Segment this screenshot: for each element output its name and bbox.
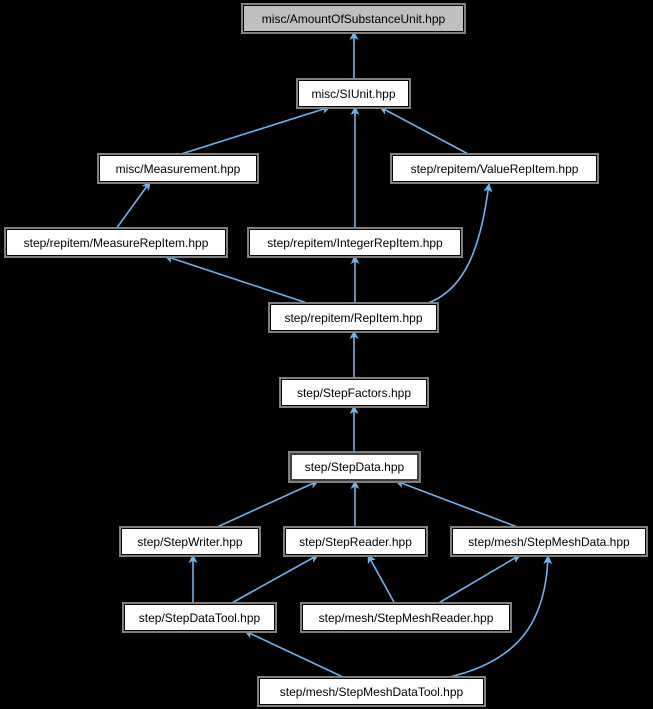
graph-node-label: misc/SIUnit.hpp xyxy=(305,88,401,100)
graph-node-label: step/mesh/StepMeshDataTool.hpp xyxy=(274,686,469,698)
edge-stepdatatool-to-stepreader xyxy=(230,555,318,604)
graph-node-label: step/repitem/ValueRepItem.hpp xyxy=(405,163,585,175)
graph-node-label: step/mesh/StepMeshData.hpp xyxy=(462,536,635,548)
graph-node-label: step/repitem/IntegerRepItem.hpp xyxy=(261,237,448,249)
graph-node-stepmeshdatatool[interactable]: step/mesh/StepMeshDataTool.hpp xyxy=(259,678,484,705)
graph-node-stepdatatool[interactable]: step/StepDataTool.hpp xyxy=(124,604,275,631)
graph-node-stepreader[interactable]: step/StepReader.hpp xyxy=(285,528,426,555)
graph-node-label: step/repitem/MeasureRepItem.hpp xyxy=(18,237,215,249)
edge-repitem-to-measurerepitem xyxy=(165,256,310,304)
graph-node-label: step/repitem/RepItem.hpp xyxy=(278,312,428,324)
graph-node-repitem[interactable]: step/repitem/RepItem.hpp xyxy=(270,304,437,331)
graph-node-label: step/mesh/StepMeshReader.hpp xyxy=(313,612,500,624)
graph-node-label: misc/Measurement.hpp xyxy=(110,163,247,175)
edge-group xyxy=(116,32,548,678)
graph-node-stepmeshreader[interactable]: step/mesh/StepMeshReader.hpp xyxy=(302,604,510,631)
edge-measurerepitem-to-measurement xyxy=(116,182,150,229)
graph-node-measurerepitem[interactable]: step/repitem/MeasureRepItem.hpp xyxy=(6,229,226,256)
edge-valuerepitem-to-siunit xyxy=(380,107,470,155)
graph-node-label: step/StepData.hpp xyxy=(299,461,410,473)
graph-node-siunit[interactable]: misc/SIUnit.hpp xyxy=(298,80,409,107)
graph-node-amountofsubstanceunit[interactable]: misc/AmountOfSubstanceUnit.hpp xyxy=(243,5,464,32)
graph-node-stepmeshdata[interactable]: step/mesh/StepMeshData.hpp xyxy=(452,528,646,555)
graph-node-label: step/StepFactors.hpp xyxy=(291,387,417,399)
edge-stepmeshdata-to-stepdata xyxy=(396,481,520,528)
graph-node-valuerepitem[interactable]: step/repitem/ValueRepItem.hpp xyxy=(392,155,597,182)
edge-stepmeshreader-to-stepreader xyxy=(368,555,395,604)
graph-node-label: misc/AmountOfSubstanceUnit.hpp xyxy=(256,13,451,25)
graph-node-measurement[interactable]: misc/Measurement.hpp xyxy=(99,155,257,182)
graph-node-stepwriter[interactable]: step/StepWriter.hpp xyxy=(121,528,259,555)
graph-node-integerrepitem[interactable]: step/repitem/IntegerRepItem.hpp xyxy=(249,229,461,256)
graph-node-label: step/StepReader.hpp xyxy=(293,536,418,548)
graph-node-label: step/StepDataTool.hpp xyxy=(133,612,266,624)
edge-stepwriter-to-stepdata xyxy=(215,481,318,528)
edge-stepmeshdatatool-to-stepdatatool xyxy=(245,631,345,678)
graph-node-label: step/StepWriter.hpp xyxy=(131,536,248,548)
edge-stepmeshreader-to-stepmeshdata xyxy=(437,555,520,604)
graph-node-stepdata[interactable]: step/StepData.hpp xyxy=(290,453,419,481)
edge-measurement-to-siunit xyxy=(178,107,330,155)
graph-node-stepfactors[interactable]: step/StepFactors.hpp xyxy=(281,379,427,406)
